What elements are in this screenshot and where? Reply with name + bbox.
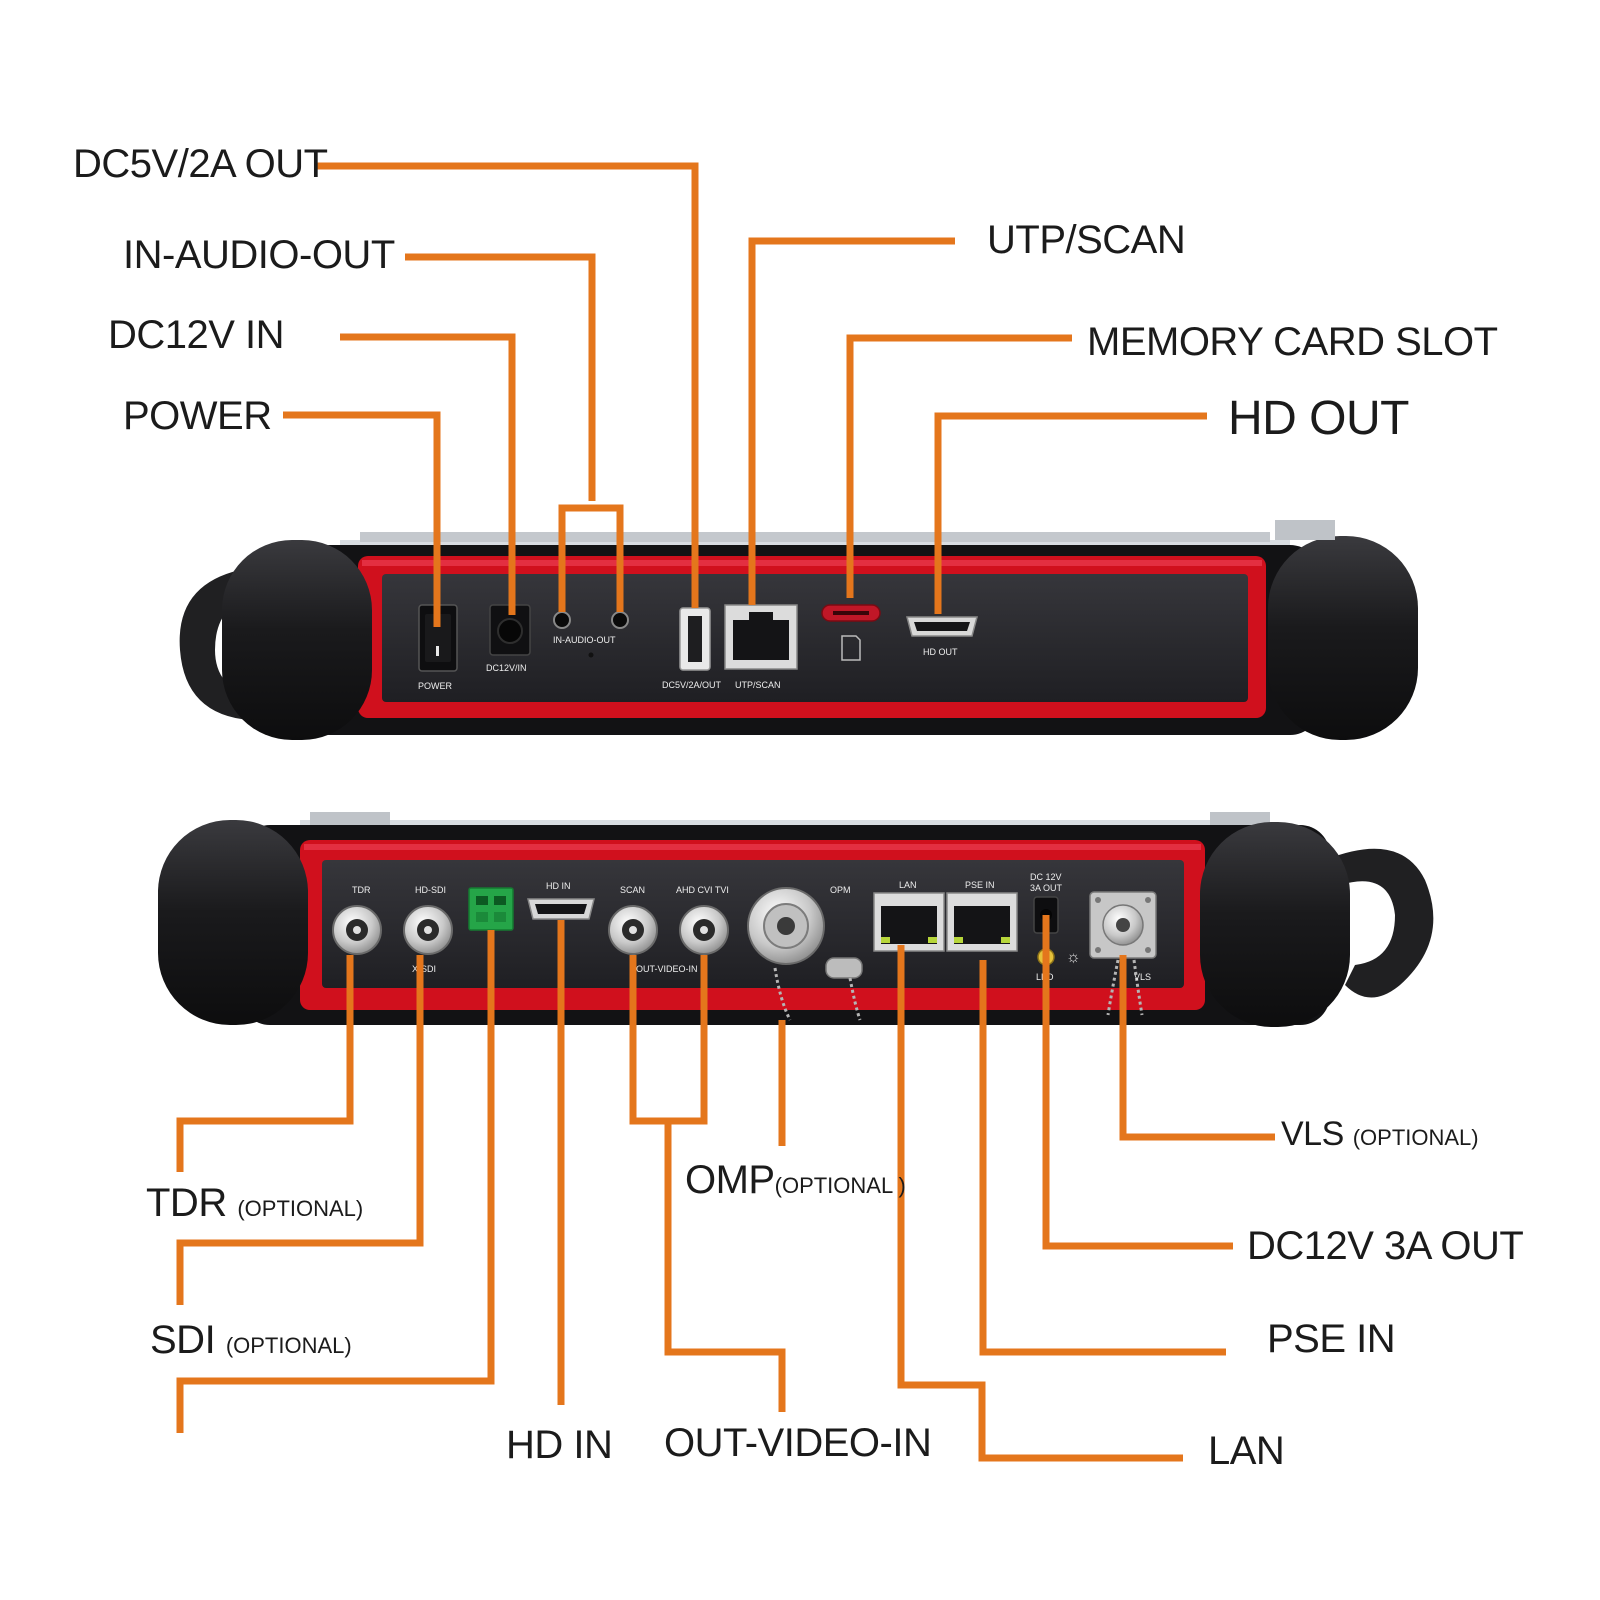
leader-dc12v-out — [1042, 915, 1233, 1250]
top-left-bumper — [222, 540, 372, 740]
leader-power — [283, 411, 441, 627]
panel-label-scan: SCAN — [620, 885, 645, 895]
tdr-bnc-port[interactable] — [332, 905, 382, 955]
leader-audio-bracket — [558, 504, 624, 612]
vls-port[interactable] — [1089, 891, 1157, 959]
top-device: POWER DC12V/IN IN-AUDIO-OUT DC5V/2A/OUT … — [179, 520, 1418, 740]
leader-tdr — [176, 955, 354, 1172]
utp-scan-port[interactable] — [724, 604, 798, 670]
audio-in-jack[interactable] — [553, 611, 571, 629]
panel-label-utp: UTP/SCAN — [735, 680, 781, 690]
leader-pse-in — [979, 960, 1226, 1356]
callout-tdr-label: TDR — [146, 1181, 227, 1225]
panel-label-dc5v: DC5V/2A/OUT — [662, 680, 722, 690]
panel-label-audio: IN-AUDIO-OUT — [553, 635, 616, 645]
panel-label-ahd-cvi-tvi: AHD CVI TVI — [676, 885, 729, 895]
panel-label-hd-sdi: HD-SDI — [415, 885, 446, 895]
callout-dc12v-3a-out: DC12V 3A OUT — [1247, 1224, 1524, 1268]
callout-utp-scan: UTP/SCAN — [987, 218, 1186, 262]
top-port-panel — [382, 574, 1248, 702]
callout-out-video-in: OUT-VIDEO-IN — [664, 1421, 932, 1465]
callout-sdi-label: SDI — [150, 1318, 216, 1362]
callout-lan: LAN — [1208, 1429, 1285, 1473]
callout-dc5v-out: DC5V/2A OUT — [73, 142, 328, 186]
power-switch[interactable] — [418, 604, 458, 672]
callout-omp: OMP(OPTIONAL ) — [685, 1160, 906, 1200]
leader-vls — [1119, 955, 1275, 1141]
callout-vls-optional: (OPTIONAL) — [1352, 1125, 1479, 1150]
callout-sdi-optional: (OPTIONAL) — [225, 1333, 352, 1358]
callout-omp-optional: (OPTIONAL ) — [774, 1173, 906, 1198]
panel-label-lan: LAN — [899, 880, 917, 890]
panel-label-tdr: TDR — [352, 885, 371, 895]
panel-label-pse-in: PSE IN — [965, 880, 995, 890]
leader-lines — [176, 162, 1275, 1462]
bottom-right-strap — [1325, 848, 1434, 998]
scan-bnc-port[interactable] — [608, 905, 658, 955]
opm-cap-chain — [773, 967, 862, 1021]
leader-memory — [846, 334, 1072, 598]
light-bulb-icon: ☼ — [1066, 949, 1081, 966]
hd-out-port[interactable] — [906, 616, 978, 637]
hd-in-port[interactable] — [527, 898, 595, 920]
callout-vls: VLS (OPTIONAL) — [1281, 1117, 1479, 1151]
sd-card-icon — [841, 635, 861, 661]
callout-memory-card-slot: MEMORY CARD SLOT — [1087, 320, 1498, 364]
callout-hd-in: HD IN — [506, 1423, 613, 1467]
pse-in-port[interactable] — [946, 892, 1018, 952]
bottom-left-bumper — [158, 820, 308, 1025]
panel-label-x-sdi: X-SDI — [412, 964, 436, 974]
bottom-right-bumper — [1200, 822, 1350, 1027]
callout-hd-out: HD OUT — [1228, 392, 1409, 445]
callout-tdr-optional: (OPTIONAL) — [237, 1196, 364, 1221]
top-left-strap — [179, 570, 260, 720]
leader-dc5v — [315, 162, 699, 608]
panel-label-opm: OPM — [830, 885, 851, 895]
audio-out-jack[interactable] — [611, 611, 629, 629]
power-terminal-block[interactable] — [468, 887, 514, 931]
leader-audio — [405, 253, 596, 501]
callout-tdr: TDR (OPTIONAL) — [146, 1183, 363, 1223]
leader-sdi — [176, 955, 424, 1305]
panel-label-dc12v-in: DC12V/IN — [486, 663, 527, 673]
callout-omp-label: OMP — [685, 1158, 775, 1202]
panel-label-dc-out-2: 3A OUT — [1030, 883, 1063, 893]
panel-label-power: POWER — [418, 681, 453, 691]
video-in-bnc-port[interactable] — [679, 905, 729, 955]
usb-port[interactable] — [679, 607, 711, 671]
panel-label-out-video: OUT-VIDEO-IN — [636, 964, 698, 974]
leader-lan — [897, 945, 1183, 1462]
top-right-bumper — [1268, 536, 1418, 740]
panel-label-vls: VLS — [1134, 972, 1151, 982]
leader-hd-out — [934, 412, 1207, 614]
callout-dc12v-in: DC12V IN — [108, 313, 285, 357]
leader-out-video-in — [664, 1121, 786, 1412]
leader-utp — [748, 237, 955, 605]
panel-label-hd-out: HD OUT — [923, 647, 958, 657]
panel-label-dc-out-1: DC 12V — [1030, 872, 1062, 882]
sdi-bnc-port[interactable] — [403, 905, 453, 955]
lan-port[interactable] — [873, 892, 945, 952]
callout-power: POWER — [123, 394, 272, 438]
memory-card-slot[interactable] — [821, 604, 881, 622]
callout-vls-label: VLS — [1281, 1115, 1344, 1153]
callout-in-audio-out: IN-AUDIO-OUT — [123, 233, 395, 277]
opm-port[interactable] — [747, 887, 825, 965]
panel-label-hd-in: HD IN — [546, 881, 571, 891]
callout-sdi: SDI (OPTIONAL) — [150, 1320, 352, 1360]
callout-pse-in: PSE IN — [1267, 1317, 1396, 1361]
opm-dust-cap[interactable] — [825, 957, 863, 979]
leader-dc12v-in — [340, 333, 516, 615]
leader-terminal — [176, 930, 495, 1433]
